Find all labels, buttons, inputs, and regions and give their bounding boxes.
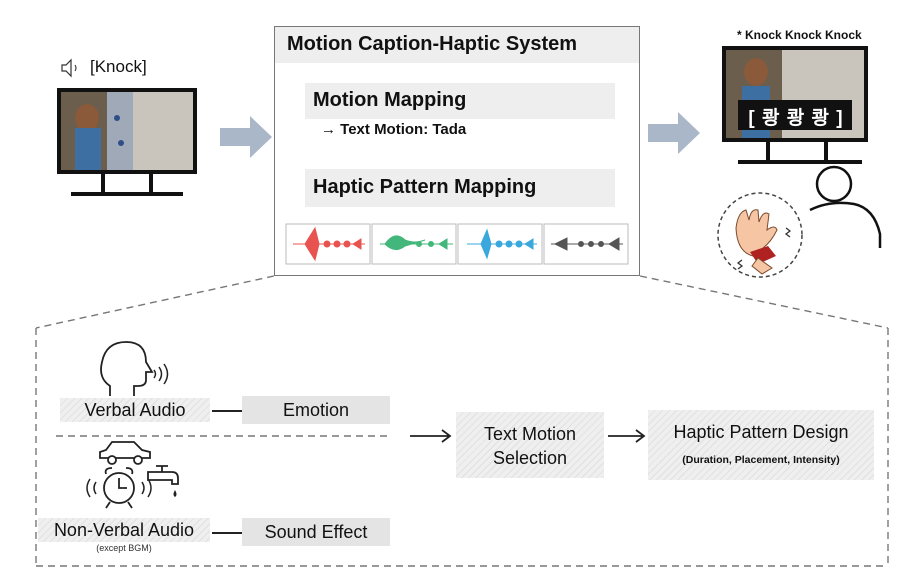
sound-label: [Knock] xyxy=(90,57,147,76)
haptic-design-title: Haptic Pattern Design xyxy=(673,422,849,442)
speaker-icon xyxy=(60,58,84,78)
system-box: Motion Caption-Haptic System Motion Mapp… xyxy=(274,26,640,276)
arrow-to-output xyxy=(648,112,700,159)
arrow-to-haptic-design xyxy=(608,428,648,449)
waveform-blue xyxy=(467,228,537,260)
text-motion-selection-line1: Text Motion xyxy=(483,424,577,444)
emotion-box: Emotion xyxy=(242,396,390,424)
alarm-clock-icon xyxy=(84,464,154,512)
caption-note: * Knock Knock Knock xyxy=(737,28,862,42)
system-title: Motion Caption-Haptic System xyxy=(287,33,578,55)
haptic-design-detail: (Duration, Placement, Intensity) xyxy=(682,454,840,466)
sound-effect-box: Sound Effect xyxy=(242,518,390,546)
waveform-dark xyxy=(551,237,623,251)
arrow-to-system xyxy=(220,116,272,163)
caption-text: [ 쾅 쾅 쾅 ] xyxy=(748,108,844,129)
text-motion-selection-box: Text Motion Selection xyxy=(456,412,604,478)
arrow-to-selection xyxy=(410,428,454,449)
motion-mapping-title: Motion Mapping xyxy=(313,89,467,111)
text-motion-selection-line2: Selection xyxy=(492,448,568,468)
haptic-mapping-title: Haptic Pattern Mapping xyxy=(313,176,537,198)
faucet-icon xyxy=(146,460,186,504)
nonverbal-note: (except BGM) xyxy=(96,543,152,553)
verbal-audio-label: Verbal Audio xyxy=(60,398,210,422)
system-title-bar xyxy=(275,27,639,63)
haptic-design-box: Haptic Pattern Design (Duration, Placeme… xyxy=(648,410,874,480)
haptic-waveforms xyxy=(285,223,631,265)
hand-vibration-icon xyxy=(714,190,806,280)
connector-sound-effect xyxy=(212,532,242,534)
input-monitor xyxy=(57,88,197,196)
head-speaking-icon xyxy=(96,340,176,400)
nonverbal-audio-label: Non-Verbal Audio xyxy=(38,518,210,542)
motion-mapping-bar xyxy=(305,83,615,119)
connector-emotion xyxy=(212,410,242,412)
output-monitor xyxy=(722,46,868,164)
user-icon xyxy=(800,160,890,250)
text-motion-label: → Text Motion: Tada xyxy=(321,121,467,138)
car-icon xyxy=(96,438,154,466)
haptic-mapping-bar xyxy=(305,169,615,207)
waveform-red xyxy=(293,226,365,262)
output-stand-base xyxy=(738,160,862,164)
waveform-green xyxy=(380,235,453,250)
